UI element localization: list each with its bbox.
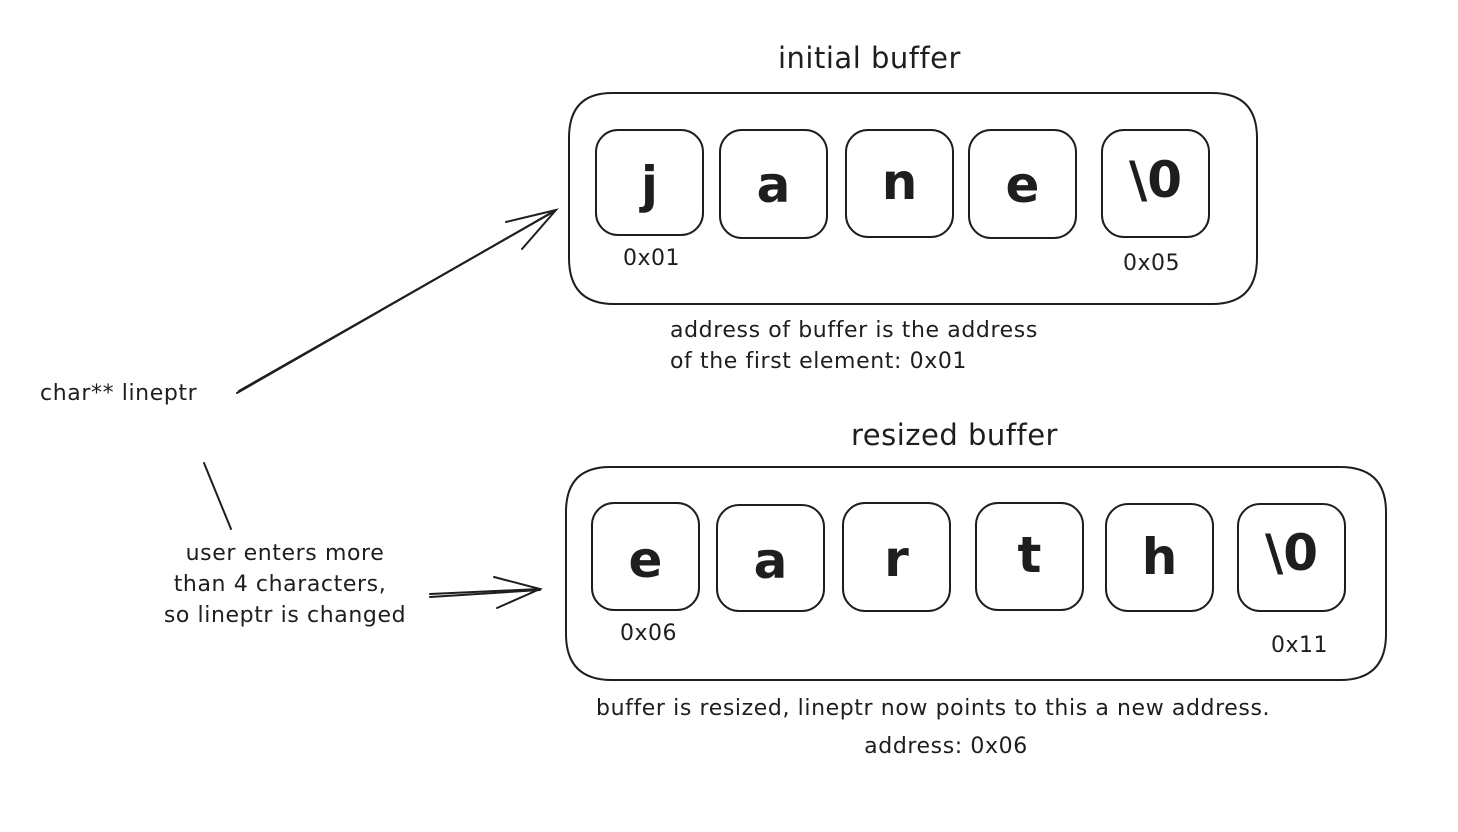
- resized-cell-5: h: [1141, 528, 1178, 586]
- initial-cell-1: j: [640, 156, 659, 214]
- resized-cell-4: t: [1017, 526, 1042, 584]
- initial-cell-box-3: [845, 129, 954, 238]
- resized-cell-2: a: [753, 532, 788, 590]
- initial-cell-box-1: [595, 129, 704, 236]
- initial-last-address: 0x05: [1123, 251, 1181, 276]
- change-note-line-2: than 4 characters,: [173, 572, 387, 597]
- resized-cell-box-3: [842, 502, 951, 612]
- resized-note-line-1: buffer is resized, lineptr now points to…: [596, 696, 1271, 721]
- initial-cell-3: n: [881, 153, 918, 211]
- initial-cell-4: e: [1005, 156, 1040, 214]
- initial-note-line-1: address of buffer is the address: [670, 318, 1038, 343]
- resized-cell-3: r: [884, 530, 909, 588]
- initial-buffer-title: initial buffer: [778, 41, 961, 75]
- resized-first-address: 0x06: [620, 621, 678, 646]
- resized-cell-box-4: [975, 502, 1084, 611]
- pointer-arrow-initial: [236, 208, 559, 394]
- resized-cell-6: \0: [1264, 524, 1319, 582]
- initial-cell-2: a: [756, 156, 791, 214]
- initial-cell-box-4: [968, 129, 1077, 239]
- initial-first-address: 0x01: [623, 246, 681, 271]
- change-note-line-1: user enters more: [185, 541, 385, 566]
- resized-cell-box-5: [1105, 503, 1214, 612]
- pointer-arrow-resized: [429, 576, 544, 609]
- initial-note-line-2: of the first element: 0x01: [670, 349, 968, 374]
- resized-cell-box-1: [591, 502, 700, 611]
- resized-buffer-title: resized buffer: [851, 418, 1058, 452]
- resized-cell-box-2: [716, 504, 825, 612]
- pointer-label: char** lineptr: [40, 381, 198, 406]
- resized-cell-box-6: [1237, 503, 1346, 612]
- initial-cell-box-5: [1101, 129, 1210, 238]
- change-note-line-3: so lineptr is changed: [163, 603, 407, 628]
- initial-buffer-container: [568, 92, 1258, 305]
- resized-buffer-container: [565, 466, 1387, 681]
- resized-cell-1: e: [628, 531, 663, 589]
- initial-cell-box-2: [719, 129, 828, 239]
- resized-note-line-2: address: 0x06: [864, 734, 1028, 759]
- resized-last-address: 0x11: [1271, 633, 1329, 658]
- change-connector-line: [203, 462, 232, 530]
- initial-cell-5: \0: [1128, 151, 1183, 209]
